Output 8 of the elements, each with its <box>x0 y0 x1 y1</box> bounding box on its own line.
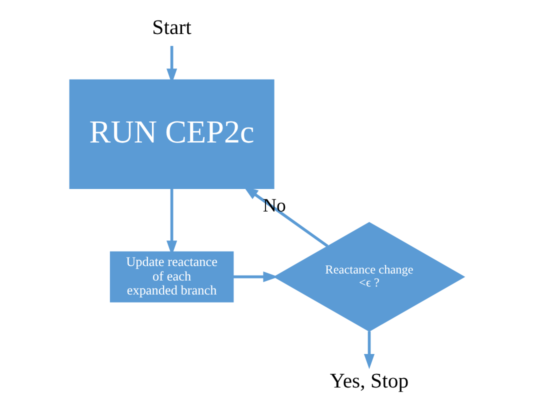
node-text: Yes, Stop <box>329 369 408 392</box>
node-box: RUN CEP2c <box>68 79 274 189</box>
node-text: Start <box>152 16 191 40</box>
arrow <box>242 186 328 248</box>
node-diamond: Reactance change <ϵ ? <box>272 222 465 332</box>
arrow <box>233 272 278 282</box>
node-box: Update reactance of each expanded branch <box>109 251 234 302</box>
arrow <box>363 331 374 370</box>
